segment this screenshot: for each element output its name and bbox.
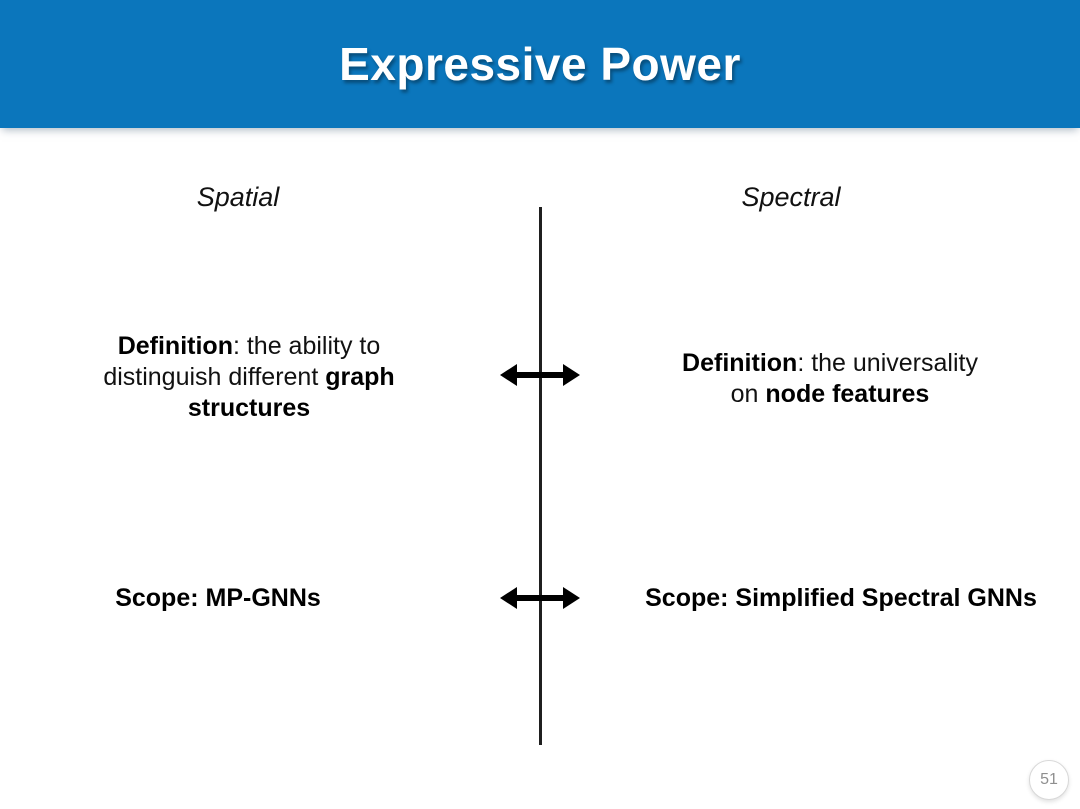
page-number-badge: 51 xyxy=(1029,760,1069,800)
definition-line: Definition: the universality xyxy=(680,348,980,379)
page-title: Expressive Power xyxy=(339,38,741,90)
definition-line: on node features xyxy=(680,379,980,410)
spectral-definition-text: Definition: the universality on node fea… xyxy=(680,348,980,410)
definition-emphasis: structures xyxy=(187,394,311,422)
column-header-spectral: Spectral xyxy=(741,182,841,212)
definition-term: Definition xyxy=(117,332,233,360)
header-banner: Expressive Power xyxy=(0,0,1080,128)
definition-body: : the universality xyxy=(797,349,978,377)
column-header-spatial: Spatial xyxy=(196,182,280,212)
definition-line: Definition: the ability to xyxy=(99,331,399,362)
definition-term: Definition xyxy=(682,349,798,377)
double-arrow-icon xyxy=(500,583,580,613)
spatial-scope-text: Scope: MP-GNNs xyxy=(115,584,321,612)
spatial-definition-text: Definition: the ability to distinguish d… xyxy=(99,331,399,424)
definition-body: on xyxy=(730,380,766,408)
definition-emphasis: node features xyxy=(765,380,930,408)
definition-body: distinguish different xyxy=(103,363,326,391)
definition-line: distinguish different graph xyxy=(99,362,399,393)
definition-emphasis: graph xyxy=(325,363,395,391)
definition-body: : the ability to xyxy=(232,332,381,360)
definition-line: structures xyxy=(99,393,399,424)
spectral-scope-text: Scope: Simplified Spectral GNNs xyxy=(645,584,1037,612)
divider-line xyxy=(539,207,542,745)
double-arrow-icon xyxy=(500,360,580,390)
page-number: 51 xyxy=(1040,771,1058,788)
